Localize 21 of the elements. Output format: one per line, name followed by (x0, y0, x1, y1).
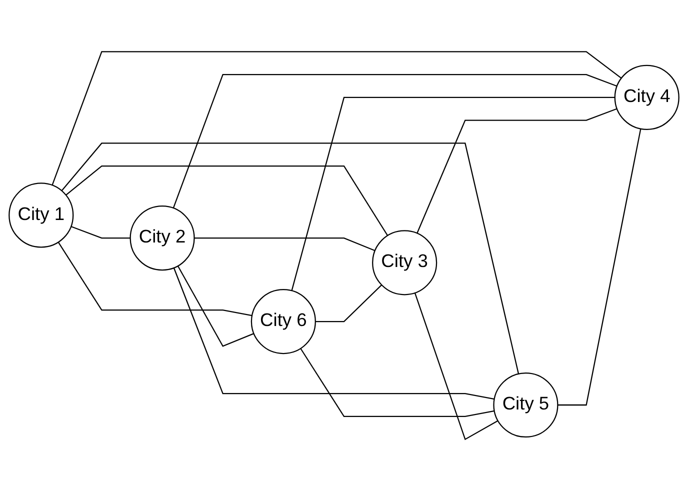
connector (177, 266, 254, 347)
connector (66, 166, 388, 236)
connector (52, 51, 622, 186)
connector (58, 242, 252, 316)
node-circle: City 3 (372, 230, 438, 296)
connector (173, 268, 494, 400)
node-circle: City 4 (614, 64, 680, 130)
connector (315, 284, 382, 322)
connector (291, 96, 615, 291)
connector (194, 238, 376, 252)
connector (300, 348, 494, 417)
connector (172, 74, 618, 208)
node-circle: City 2 (130, 206, 195, 271)
node-circle: City 1 (8, 182, 74, 248)
connector (416, 108, 618, 234)
node-circle: City 5 (493, 372, 558, 438)
connector (414, 292, 498, 440)
connector (61, 142, 520, 374)
connector (558, 128, 642, 406)
node-circle: City 6 (250, 289, 316, 354)
connector (70, 226, 130, 239)
